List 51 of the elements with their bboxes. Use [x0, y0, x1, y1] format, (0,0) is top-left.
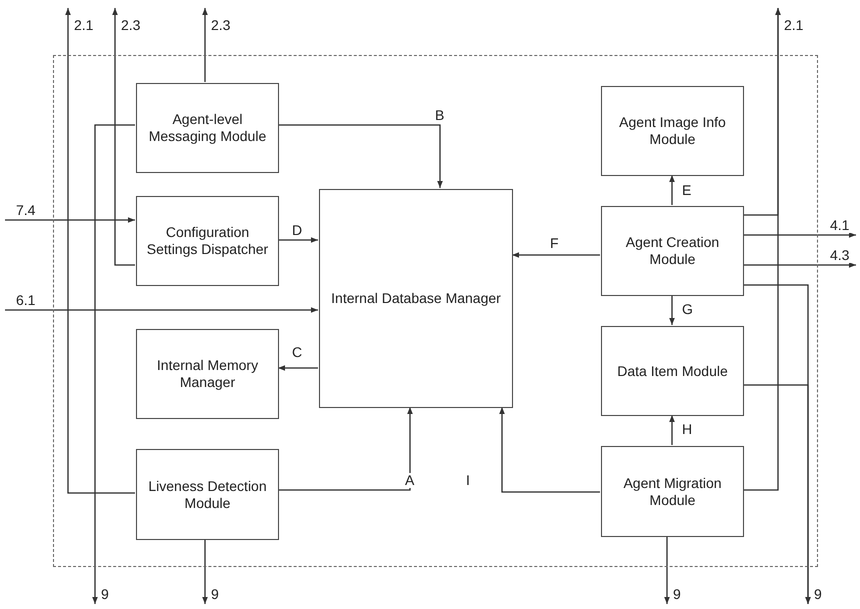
edge-label: 2.3 — [209, 18, 232, 33]
module-box: Data Item Module — [601, 326, 744, 416]
arrow — [278, 124, 443, 188]
arrow — [743, 262, 856, 268]
arrow — [743, 232, 856, 238]
edge-label: 7.4 — [14, 203, 38, 218]
edge-label: 6.1 — [14, 293, 38, 308]
edge-label: G — [680, 302, 695, 317]
edge-label: 9 — [99, 587, 111, 602]
arrow — [278, 407, 413, 491]
module-box: Agent Image Info Module — [601, 86, 744, 176]
arrow — [669, 295, 675, 325]
edge-label: F — [548, 236, 561, 251]
module-box: Agent Migration Module — [601, 446, 744, 537]
arrow — [669, 175, 675, 205]
arrow — [664, 536, 670, 604]
edge-label: E — [680, 183, 694, 198]
system-boundary — [53, 55, 818, 567]
edge-label: 9 — [812, 587, 824, 602]
module-box: Internal Memory Manager — [136, 329, 279, 419]
edge-label: 2.3 — [119, 18, 142, 33]
arrow — [278, 365, 318, 371]
module-box: Configuration Settings Dispatcher — [136, 196, 279, 286]
arrow — [92, 124, 135, 604]
arrow — [499, 407, 600, 493]
module-box: Internal Database Manager — [319, 189, 513, 408]
arrow — [5, 217, 135, 223]
edge-label: A — [403, 473, 416, 488]
edge-label: 2.1 — [782, 18, 806, 33]
arrow — [202, 539, 208, 604]
arrow — [65, 8, 135, 494]
edge-label: 4.3 — [828, 248, 852, 263]
module-box: Agent Creation Module — [601, 206, 744, 296]
edge-label: D — [290, 223, 304, 238]
arrow — [512, 252, 600, 258]
edge-label: C — [290, 345, 304, 360]
edge-label: 9 — [209, 587, 221, 602]
module-box: Agent-level Messaging Module — [136, 83, 279, 173]
arrow — [5, 307, 318, 313]
module-box: Liveness Detection Module — [136, 449, 279, 540]
arrow — [669, 415, 675, 445]
edge-label: 2.1 — [72, 18, 96, 33]
arrow — [743, 384, 811, 604]
arrow — [743, 8, 781, 491]
edge-label: B — [433, 108, 446, 123]
edge-label: 9 — [671, 587, 683, 602]
edge-label: 4.1 — [828, 218, 852, 233]
edge-label: I — [464, 473, 472, 488]
arrow — [278, 237, 318, 243]
arrow — [202, 8, 208, 82]
arrow — [112, 8, 135, 266]
